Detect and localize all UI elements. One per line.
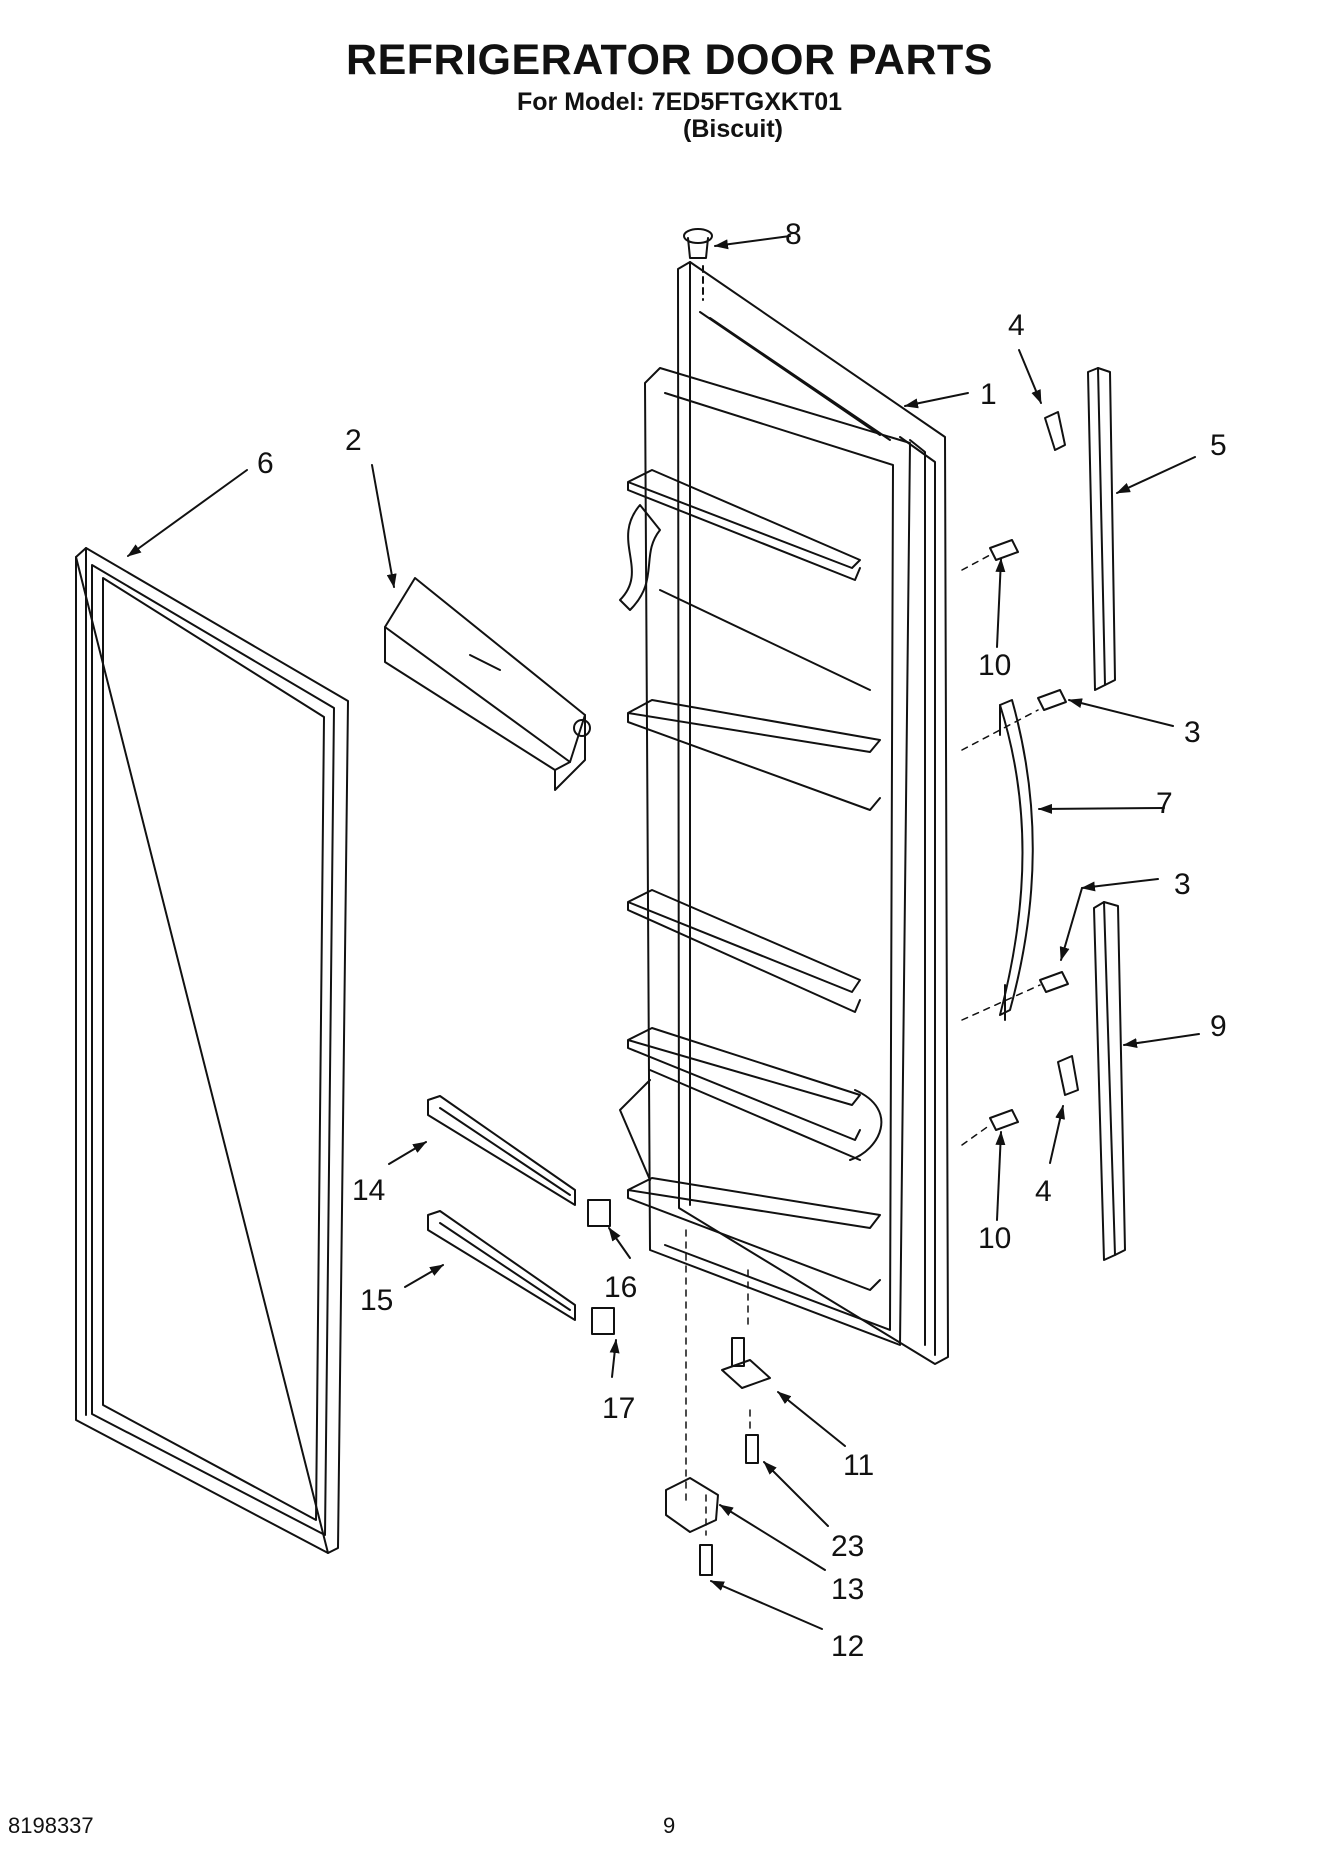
- trim-end-cap-17: [591, 1307, 615, 1335]
- callout-14: 14: [352, 1174, 385, 1207]
- callout-11: 11: [843, 1449, 874, 1482]
- callout-6: 6: [257, 447, 274, 480]
- callout-5: 5: [1210, 429, 1227, 462]
- callout-15: 15: [360, 1284, 393, 1317]
- door-liner: [619, 261, 949, 1365]
- door-trim-lower: [1093, 901, 1126, 1261]
- shelf-trim-15: [427, 1210, 576, 1321]
- callout-12: 12: [831, 1630, 864, 1663]
- callout-7: 7: [1156, 787, 1173, 820]
- door-gasket: [75, 547, 349, 1554]
- callout-10-upper: 10: [978, 649, 1011, 682]
- trim-clip-upper: [1044, 411, 1066, 451]
- model-line: For Model: 7ED5FTGXKT01: [517, 88, 843, 116]
- callout-4-lower: 4: [1035, 1175, 1052, 1208]
- callout-9: 9: [1210, 1010, 1227, 1043]
- shelf-trim-14: [427, 1095, 576, 1206]
- trim-clip-lower: [1057, 1055, 1079, 1096]
- door-handle: [999, 699, 1034, 1021]
- screw-3-upper: [1037, 689, 1067, 711]
- callout-2: 2: [345, 424, 362, 457]
- callout-1: 1: [980, 378, 997, 411]
- screw-3-lower: [1039, 971, 1069, 993]
- bracket-screw-12: [699, 1544, 713, 1576]
- callout-10-lower: 10: [978, 1222, 1011, 1255]
- screw-10-lower: [989, 1109, 1019, 1131]
- callout-16: 16: [604, 1271, 637, 1304]
- callout-13: 13: [831, 1573, 864, 1606]
- callout-4-upper: 4: [1008, 309, 1025, 342]
- hinge-screw-23: [745, 1434, 759, 1464]
- callout-3-upper: 3: [1184, 716, 1201, 749]
- callout-23: 23: [831, 1530, 864, 1563]
- callout-3-lower: 3: [1174, 868, 1191, 901]
- hinge-bracket-13: [665, 1477, 719, 1533]
- page-title: REFRIGERATOR DOOR PARTS: [346, 36, 993, 84]
- callout-8: 8: [785, 218, 802, 251]
- dairy-door: [384, 577, 591, 791]
- page-number: 9: [663, 1813, 676, 1838]
- lower-hinge: [721, 1337, 771, 1389]
- screw-10-upper: [989, 539, 1019, 561]
- color-line: (Biscuit): [683, 115, 783, 143]
- part-number: 8198337: [8, 1813, 94, 1838]
- door-trim-upper: [1087, 367, 1116, 691]
- trim-end-cap-16: [587, 1199, 611, 1227]
- callout-17: 17: [602, 1392, 635, 1425]
- hinge-bushing: [683, 228, 713, 259]
